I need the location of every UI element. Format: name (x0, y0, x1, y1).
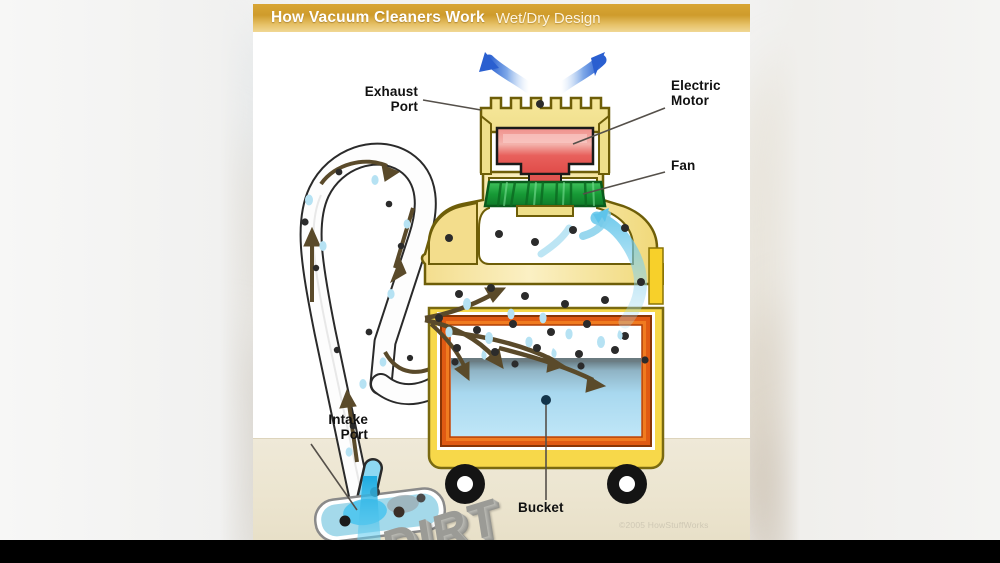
internal-airflow-curve (537, 208, 647, 329)
page-subtitle: Wet/Dry Design (495, 9, 601, 27)
label-bucket: Bucket (518, 500, 564, 515)
label-exhaust-port: Exhaust Port (364, 84, 418, 114)
label-electric-motor: Electric Motor (671, 78, 721, 108)
bucket-airflow-arrows (424, 287, 607, 393)
dirt-particles (435, 224, 649, 370)
label-intake-port: Intake Port (328, 412, 368, 442)
caster-wheels (445, 464, 647, 504)
diagram-canvas: Exhaust Port Electric Motor Fan Intake P… (253, 32, 750, 540)
callout-leader-lines (310, 99, 666, 511)
hose-debris (301, 168, 414, 457)
diagram-title-bar: How Vacuum Cleaners Work Wet/Dry Design (253, 4, 750, 32)
copyright-notice: ©2005 HowStuffWorks (619, 520, 709, 530)
leader-electric-motor (572, 107, 666, 145)
leader-exhaust-port (422, 99, 482, 111)
leader-intake-port (310, 443, 358, 511)
motor-housing (479, 96, 611, 175)
vacuum-cleaner-illustration (299, 52, 667, 540)
floor-nozzle-head (313, 487, 447, 540)
leader-fan (582, 171, 666, 195)
page-title: How Vacuum Cleaners Work (271, 9, 485, 26)
water-droplets (445, 298, 623, 360)
electric-motor (495, 126, 595, 183)
fan (483, 180, 607, 217)
label-fan: Fan (671, 158, 696, 173)
diagram-card: How Vacuum Cleaners Work Wet/Dry Design (253, 4, 750, 540)
exhaust-airflow-arrows (479, 52, 607, 94)
floor-nozzle-assembly (313, 458, 447, 540)
suction-stream (357, 476, 381, 540)
letterbox-bottom-bar (0, 540, 1000, 563)
